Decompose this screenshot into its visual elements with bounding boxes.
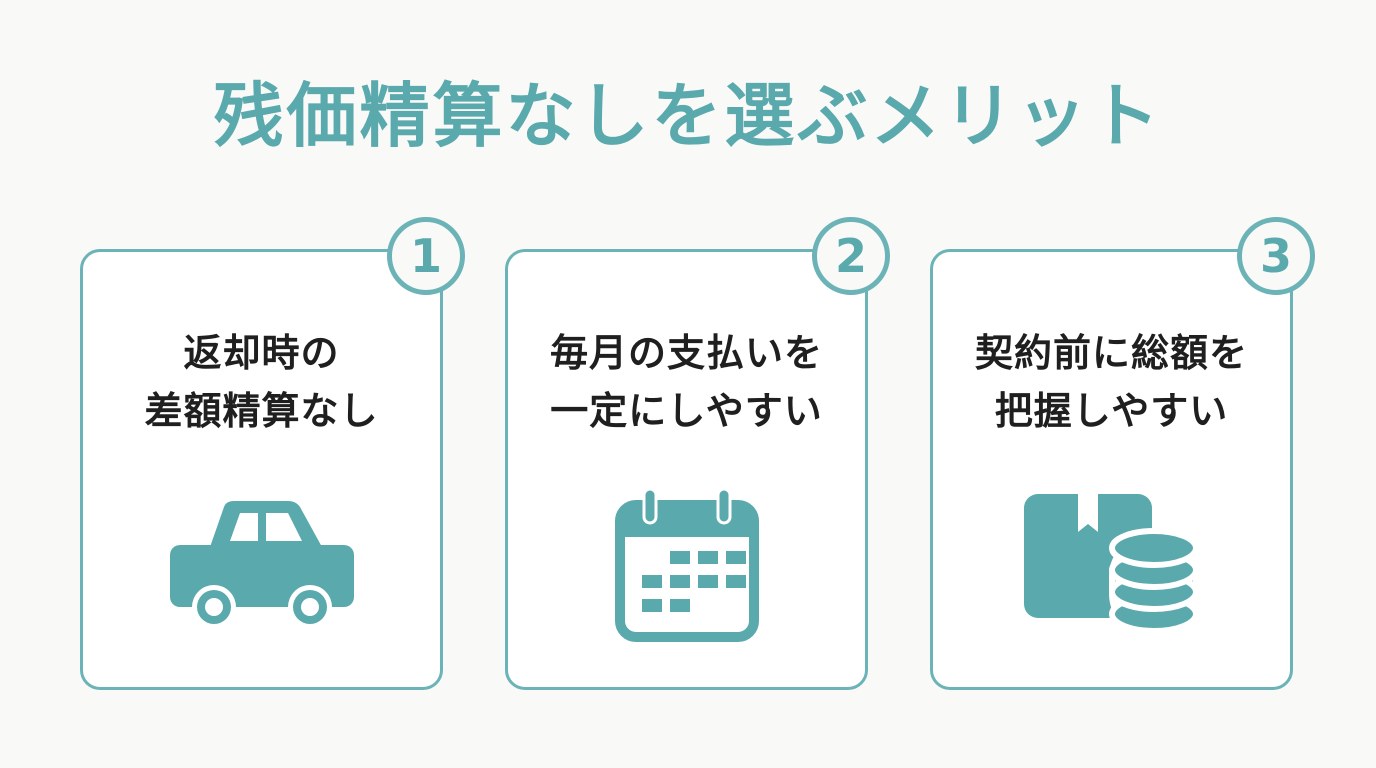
card-line: 一定にしやすい	[550, 389, 823, 433]
merit-card-3: 3 契約前に総額を 把握しやすい	[930, 217, 1315, 690]
card-text: 契約前に総額を 把握しやすい	[933, 324, 1290, 440]
number-badge: 3	[1237, 217, 1315, 295]
number-badge: 1	[387, 217, 465, 295]
merit-card-2: 2 毎月の支払いを 一定にしやすい	[505, 217, 890, 690]
card-line: 差額精算なし	[144, 389, 379, 433]
page-title: 残価精算なしを選ぶメリット	[213, 75, 1163, 157]
card-line: 毎月の支払いを	[549, 331, 823, 375]
card-text: 返却時の 差額精算なし	[83, 324, 440, 440]
card-text: 毎月の支払いを 一定にしやすい	[508, 324, 865, 440]
calendar-icon	[614, 487, 759, 642]
box-coins-icon	[1023, 494, 1199, 637]
card-line: 把握しやすい	[994, 389, 1229, 433]
card-line: 契約前に総額を	[974, 331, 1248, 375]
number-badge: 2	[812, 217, 890, 295]
car-icon	[169, 501, 354, 629]
merit-card-1: 1 返却時の 差額精算なし	[80, 217, 465, 690]
card-line: 返却時の	[183, 331, 340, 375]
